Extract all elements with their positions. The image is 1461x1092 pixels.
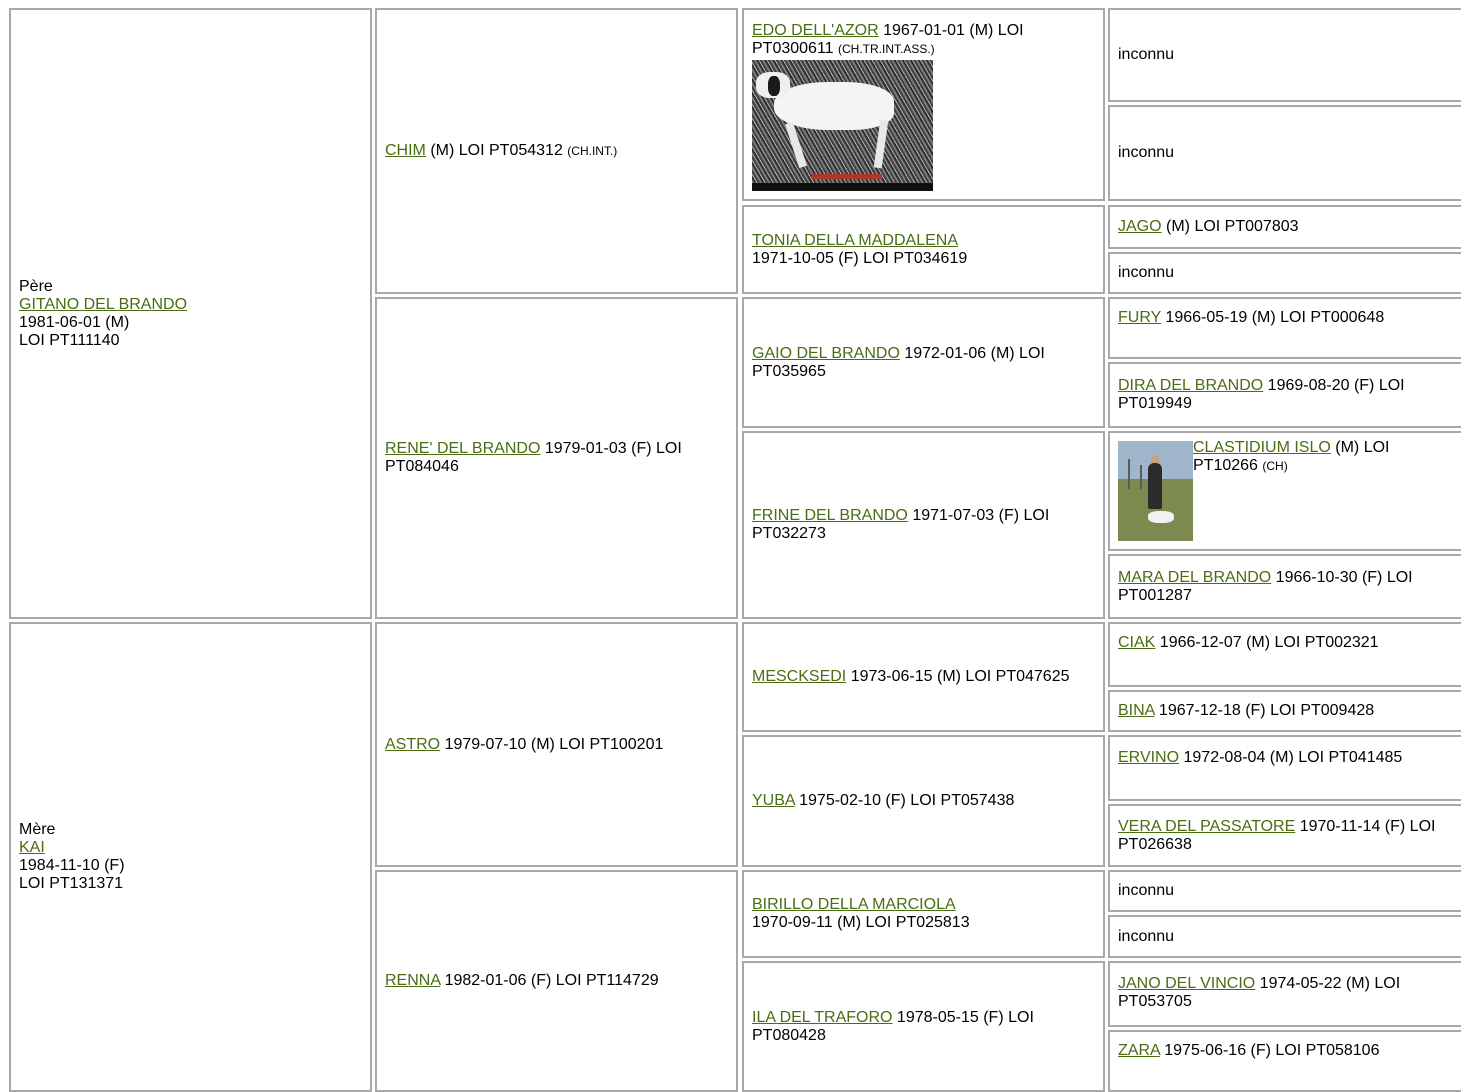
- pedigree-cell-bina: BINA 1967-12-18 (F) LOI PT009428: [1108, 690, 1461, 732]
- dog-info-jago: (M) LOI PT007803: [1161, 218, 1299, 235]
- dog-info-dira: 1969-08-20 (F) LOI PT019949: [1118, 377, 1405, 412]
- dog-info-jano: 1974-05-22 (M) LOI PT053705: [1118, 975, 1401, 1010]
- dog-info-clastidium: (M) LOI PT10266: [1193, 439, 1390, 474]
- dog-info-ciak: 1966-12-07 (M) LOI PT002321: [1155, 634, 1379, 651]
- pedigree-cell-mescksedi: MESCKSEDI 1973-06-15 (M) LOI PT047625: [742, 622, 1105, 732]
- dog-link-yuba[interactable]: YUBA: [752, 792, 795, 809]
- pedigree-cell-vera: VERA DEL PASSATORE 1970-11-14 (F) LOI PT…: [1108, 804, 1461, 867]
- pedigree-cell-ervino: ERVINO 1972-08-04 (M) LOI PT041485: [1108, 735, 1461, 801]
- pedigree-cell-unknown-5: inconnu: [1108, 915, 1461, 958]
- dog-link-mescksedi[interactable]: MESCKSEDI: [752, 668, 847, 685]
- pedigree-cell-unknown-2: inconnu: [1108, 105, 1461, 201]
- pedigree-cell-unknown-4: inconnu: [1108, 870, 1461, 912]
- dog-info-bina: 1967-12-18 (F) LOI PT009428: [1154, 702, 1375, 719]
- dog-info-ervino: 1972-08-04 (M) LOI PT041485: [1179, 749, 1403, 766]
- pedigree-cell-chim: CHIM (M) LOI PT054312 (CH.INT.): [375, 8, 738, 294]
- pedigree-cell-jano: JANO DEL VINCIO 1974-05-22 (M) LOI PT053…: [1108, 961, 1461, 1027]
- pedigree-cell-fury: FURY 1966-05-19 (M) LOI PT000648: [1108, 297, 1461, 359]
- pedigree-cell-rene: RENE' DEL BRANDO 1979-01-03 (F) LOI PT08…: [375, 297, 738, 619]
- unknown-text-1: inconnu: [1118, 46, 1175, 63]
- sire-registration: LOI PT111140: [19, 331, 120, 349]
- sire-birth: 1981-06-01 (M): [19, 313, 130, 331]
- dog-photo-edo[interactable]: [752, 60, 933, 191]
- pedigree-cell-astro: ASTRO 1979-07-10 (M) LOI PT100201: [375, 622, 738, 867]
- pedigree-cell-zara: ZARA 1975-06-16 (F) LOI PT058106: [1108, 1030, 1461, 1092]
- dog-link-renna[interactable]: RENNA: [385, 972, 441, 989]
- dog-link-chim[interactable]: CHIM: [385, 142, 426, 159]
- dog-link-zara[interactable]: ZARA: [1118, 1042, 1160, 1059]
- pedigree-cell-clastidium: CLASTIDIUM ISLO (M) LOI PT10266 (CH): [1108, 431, 1461, 551]
- dog-info-ila: 1978-05-15 (F) LOI PT080428: [752, 1008, 1034, 1044]
- dog-info-mara: 1966-10-30 (F) LOI PT001287: [1118, 568, 1413, 604]
- pedigree-cell-dira: DIRA DEL BRANDO 1969-08-20 (F) LOI PT019…: [1108, 362, 1461, 428]
- dog-info-gaio: 1972-01-06 (M) LOI PT035965: [752, 344, 1045, 380]
- dog-info-frine: 1971-07-03 (F) LOI PT032273: [752, 507, 1050, 542]
- dog-info-fury: 1966-05-19 (M) LOI PT000648: [1160, 309, 1385, 326]
- dam-registration: LOI PT131371: [19, 875, 124, 892]
- dog-title-chim: (CH.INT.): [567, 144, 618, 158]
- dog-info-astro: 1979-07-10 (M) LOI PT100201: [440, 735, 664, 753]
- sire-link[interactable]: GITANO DEL BRANDO: [19, 295, 188, 313]
- dog-link-jago[interactable]: JAGO: [1118, 218, 1162, 235]
- dam-role: Mère: [19, 821, 56, 838]
- unknown-text-4: inconnu: [1118, 882, 1175, 899]
- dog-info-birillo: 1970-09-11 (M) LOI PT025813: [752, 914, 970, 931]
- dog-info-zara: 1975-06-16 (F) LOI PT058106: [1159, 1042, 1380, 1059]
- unknown-text-2: inconnu: [1118, 144, 1175, 161]
- dog-link-frine[interactable]: FRINE DEL BRANDO: [752, 507, 908, 524]
- pedigree-cell-edo: EDO DELL'AZOR 1967-01-01 (M) LOI PT03006…: [742, 8, 1105, 201]
- sire-role: Père: [19, 277, 53, 295]
- dog-link-ciak[interactable]: CIAK: [1118, 634, 1156, 651]
- dog-link-jano[interactable]: JANO DEL VINCIO: [1118, 975, 1256, 992]
- dog-link-tonia[interactable]: TONIA DELLA MADDALENA: [752, 231, 958, 249]
- pedigree-cell-renna: RENNA 1982-01-06 (F) LOI PT114729: [375, 870, 738, 1092]
- dog-link-rene[interactable]: RENE' DEL BRANDO: [385, 440, 541, 457]
- pedigree-cell-frine: FRINE DEL BRANDO 1971-07-03 (F) LOI PT03…: [742, 431, 1105, 619]
- dog-link-ervino[interactable]: ERVINO: [1118, 749, 1180, 766]
- pedigree-cell-unknown-3: inconnu: [1108, 252, 1461, 294]
- dog-title-clastidium: (CH): [1262, 459, 1288, 473]
- dog-link-fury[interactable]: FURY: [1118, 309, 1161, 326]
- dog-link-clastidium[interactable]: CLASTIDIUM ISLO: [1193, 439, 1331, 456]
- dog-info-renna: 1982-01-06 (F) LOI PT114729: [440, 972, 659, 989]
- dog-link-astro[interactable]: ASTRO: [385, 735, 441, 753]
- dam-cell: Mère KAI 1984-11-10 (F) LOI PT131371: [9, 622, 372, 1092]
- dog-info-vera: 1970-11-14 (F) LOI PT026638: [1118, 817, 1436, 853]
- dog-link-dira[interactable]: DIRA DEL BRANDO: [1118, 377, 1264, 394]
- sire-cell: Père GITANO DEL BRANDO 1981-06-01 (M) LO…: [9, 8, 372, 619]
- dog-info-rene: 1979-01-03 (F) LOI PT084046: [385, 440, 682, 475]
- unknown-text-5: inconnu: [1118, 927, 1175, 945]
- pedigree-cell-ila: ILA DEL TRAFORO 1978-05-15 (F) LOI PT080…: [742, 961, 1105, 1092]
- dam-link[interactable]: KAI: [19, 839, 45, 856]
- dog-photo-clastidium[interactable]: [1118, 441, 1193, 541]
- dog-info-yuba: 1975-02-10 (F) LOI PT057438: [794, 792, 1015, 809]
- dog-link-ila[interactable]: ILA DEL TRAFORO: [752, 1008, 893, 1026]
- pedigree-cell-ciak: CIAK 1966-12-07 (M) LOI PT002321: [1108, 622, 1461, 687]
- dog-link-mara[interactable]: MARA DEL BRANDO: [1118, 568, 1272, 586]
- dam-birth: 1984-11-10 (F): [19, 857, 125, 874]
- dog-info-edo: 1967-01-01 (M) LOI PT0300611: [752, 22, 1024, 57]
- pedigree-cell-gaio: GAIO DEL BRANDO 1972-01-06 (M) LOI PT035…: [742, 297, 1105, 428]
- pedigree-cell-mara: MARA DEL BRANDO 1966-10-30 (F) LOI PT001…: [1108, 554, 1461, 619]
- pedigree-cell-yuba: YUBA 1975-02-10 (F) LOI PT057438: [742, 735, 1105, 867]
- dog-link-edo[interactable]: EDO DELL'AZOR: [752, 22, 879, 39]
- dog-link-gaio[interactable]: GAIO DEL BRANDO: [752, 344, 900, 362]
- dog-title-edo: (CH.TR.INT.ASS.): [838, 42, 935, 56]
- dog-link-birillo[interactable]: BIRILLO DELLA MARCIOLA: [752, 896, 956, 913]
- dog-info-tonia: 1971-10-05 (F) LOI PT034619: [752, 249, 968, 267]
- dog-info-chim: (M) LOI PT054312: [425, 142, 568, 159]
- dog-info-mescksedi: 1973-06-15 (M) LOI PT047625: [846, 668, 1070, 685]
- dog-link-vera[interactable]: VERA DEL PASSATORE: [1118, 817, 1296, 835]
- pedigree-cell-jago: JAGO (M) LOI PT007803: [1108, 205, 1461, 249]
- dog-link-bina[interactable]: BINA: [1118, 702, 1155, 719]
- unknown-text-3: inconnu: [1118, 264, 1175, 281]
- pedigree-cell-unknown-1: inconnu: [1108, 8, 1461, 102]
